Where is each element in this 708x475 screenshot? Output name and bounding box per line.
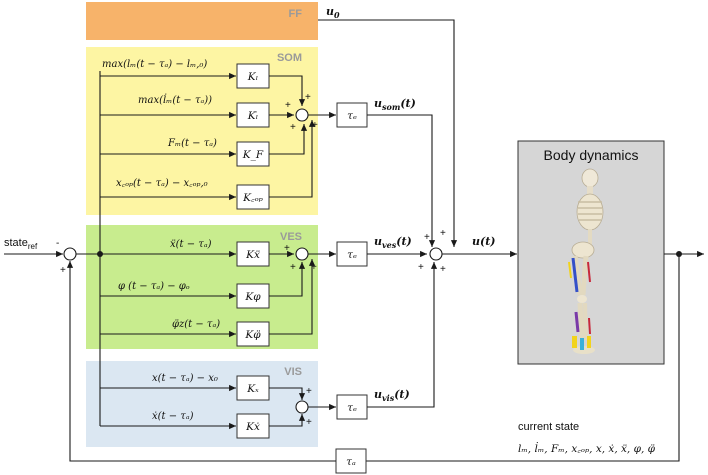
gain-box-kx bbox=[236, 375, 270, 401]
som-signal-2: Fₘ(t − τₐ) bbox=[167, 138, 217, 149]
gain-kx: Kₓ bbox=[246, 383, 259, 395]
main-summing-junction bbox=[429, 247, 443, 261]
main-sign-c: + bbox=[418, 262, 424, 273]
som-title: SOM bbox=[277, 52, 302, 64]
current-state-list: lₘ, l̇ₘ, Fₘ, x꜀ₒₚ, x, ẋ, ẍ, φ, φ̈ bbox=[518, 442, 656, 455]
vis-panel bbox=[86, 361, 318, 447]
state-ref-label: stateref bbox=[4, 237, 38, 251]
som-sign-c: + bbox=[290, 122, 296, 133]
gain-kxdd: Kẍ bbox=[245, 249, 260, 261]
vis-sign-b: + bbox=[306, 417, 312, 428]
feedback-return-wire bbox=[66, 261, 336, 462]
error-summing-junction bbox=[63, 247, 77, 261]
ves-signal-1: φ (t − τₐ) − φₒ bbox=[118, 281, 190, 292]
ves-signal-0: ẍ(t − τₐ) bbox=[170, 239, 212, 250]
vis-to-main-sum bbox=[367, 262, 438, 408]
ves-sign-c: + bbox=[311, 262, 317, 273]
u-ves-label: uves(t) bbox=[374, 235, 412, 250]
gain-kldot: Kₗ̇ bbox=[247, 109, 258, 122]
som-panel bbox=[86, 47, 318, 215]
vis-kx-out bbox=[269, 387, 306, 400]
som-delay: τₑ bbox=[347, 110, 357, 122]
gain-box-kldot bbox=[236, 102, 270, 128]
vis-title: VIS bbox=[284, 366, 302, 378]
main-sign-b: + bbox=[440, 228, 446, 239]
gain-box-kxd bbox=[236, 413, 270, 439]
som-to-main-sum bbox=[367, 114, 436, 247]
main-sign-d: + bbox=[440, 264, 446, 275]
vis-signal-1: ẋ(t − τₐ) bbox=[152, 411, 194, 422]
vis-delay: τₑ bbox=[347, 402, 357, 414]
som-summing-junction bbox=[295, 108, 309, 122]
gain-kxd: Kẋ bbox=[245, 421, 260, 433]
feedback-delay-box bbox=[335, 448, 367, 474]
u-label: u(t) bbox=[472, 235, 496, 248]
vis-signal-0: x(t − τₐ) − x₀ bbox=[152, 373, 218, 384]
gain-box-kf bbox=[236, 141, 270, 167]
vis-delay-box bbox=[336, 394, 368, 420]
vis-sign-a: + bbox=[306, 386, 312, 397]
current-state-caption: current state bbox=[518, 421, 579, 433]
som-signal-1: max(l̇ₘ(t − τₐ)) bbox=[138, 94, 212, 106]
gain-kf: K_F bbox=[242, 149, 264, 161]
feedback-delay: τₐ bbox=[346, 456, 356, 468]
u-vis-label: uvis(t) bbox=[374, 388, 410, 403]
som-sign-a: + bbox=[305, 92, 311, 103]
ves-delay: τₑ bbox=[347, 249, 357, 261]
ff-title: FF bbox=[289, 8, 303, 20]
gain-kphi: Kφ bbox=[244, 291, 261, 303]
som-delay-box bbox=[336, 102, 368, 128]
som-signal-0: max(lₘ(t − τₐ) − lₘ,₀) bbox=[102, 59, 207, 70]
som-kcop-out bbox=[269, 120, 316, 198]
gain-kl: Kₗ bbox=[247, 71, 258, 83]
vis-kxd-out bbox=[269, 414, 306, 427]
ves-panel bbox=[86, 225, 318, 349]
som-kl-out bbox=[269, 75, 306, 106]
ves-summing-junction bbox=[295, 247, 309, 261]
som-kf-out bbox=[269, 124, 308, 155]
u0-label: u0 bbox=[326, 5, 340, 20]
gain-kcop: K꜀ₒₚ bbox=[242, 192, 263, 204]
error-minus-sign: - bbox=[56, 238, 59, 249]
ff-to-main-sum bbox=[318, 19, 458, 247]
feedback-wire bbox=[366, 254, 680, 462]
som-signal-3: x꜀ₒₚ(t − τₐ) − x꜀ₒₚ,₀ bbox=[116, 178, 208, 189]
ves-title: VES bbox=[280, 231, 302, 243]
som-sign-b: + bbox=[285, 100, 291, 111]
ves-kphi-out bbox=[269, 262, 306, 297]
body-dynamics-title: Body dynamics bbox=[544, 147, 639, 163]
som-sign-d: + bbox=[312, 120, 318, 131]
skeleton-illustration bbox=[568, 168, 604, 354]
ves-kphidd-out bbox=[269, 259, 316, 335]
error-plus-sign: + bbox=[60, 265, 66, 276]
u-som-label: usom(t) bbox=[374, 97, 416, 112]
main-sign-a: + bbox=[424, 232, 430, 243]
ves-sign-a: + bbox=[284, 243, 290, 254]
gain-box-kcop bbox=[236, 184, 270, 210]
gain-kphidd: Kφ̈ bbox=[244, 328, 261, 341]
vis-summing-junction bbox=[295, 400, 309, 414]
gain-box-kxdd bbox=[236, 241, 270, 267]
gain-box-kphidd bbox=[236, 321, 270, 347]
ves-signal-2: φ̈z(t − τₐ) bbox=[172, 319, 220, 330]
ff-panel bbox=[86, 2, 318, 40]
ves-sign-b: + bbox=[290, 262, 296, 273]
